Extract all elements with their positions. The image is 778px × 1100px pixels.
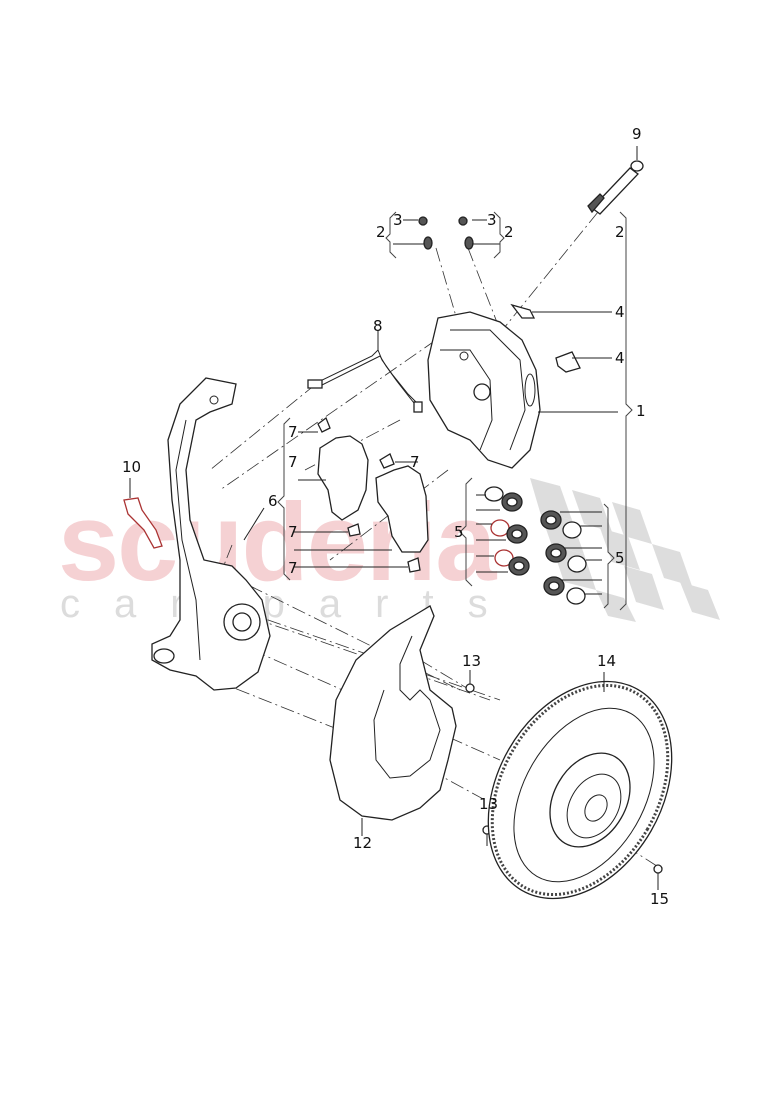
wear-sensor-part xyxy=(307,349,423,413)
callout-7-b: 7 xyxy=(288,453,298,471)
callout-5-right: 5 xyxy=(615,549,625,567)
callout-6: 6 xyxy=(268,492,278,510)
callout-5-left: 5 xyxy=(454,523,464,541)
callout-12: 12 xyxy=(353,834,373,852)
callout-15: 15 xyxy=(650,890,670,908)
brake-caliper-part xyxy=(427,311,541,469)
leader-lines xyxy=(129,146,659,890)
seal-rings xyxy=(484,486,587,605)
callout-1: 1 xyxy=(636,402,646,420)
callout-2-right: 2 xyxy=(504,223,514,241)
callout-7-d: 7 xyxy=(288,523,298,541)
callout-3-right: 3 xyxy=(487,211,497,229)
callout-2-left: 2 xyxy=(376,223,386,241)
callout-13-upper: 13 xyxy=(462,652,482,670)
steering-knuckle-part xyxy=(151,377,271,691)
caliper-clips xyxy=(510,303,581,373)
bleeder-valves xyxy=(418,216,474,250)
brake-disc-part xyxy=(487,680,673,900)
bolt-part xyxy=(587,160,644,215)
callout-7-c: 7 xyxy=(410,453,420,471)
callout-4-lower: 4 xyxy=(615,349,625,367)
group-brackets xyxy=(277,211,633,611)
pad-clips xyxy=(317,416,421,573)
bracket-part xyxy=(123,497,163,549)
callout-7-a: 7 xyxy=(288,423,298,441)
callout-2-caliper: 2 xyxy=(615,223,625,241)
callout-10: 10 xyxy=(122,458,142,476)
callout-8: 8 xyxy=(373,317,383,335)
callout-9: 9 xyxy=(632,125,642,143)
callout-7-e: 7 xyxy=(288,559,298,577)
brake-pads xyxy=(317,435,429,553)
callout-14: 14 xyxy=(597,652,617,670)
callout-4-upper: 4 xyxy=(615,303,625,321)
callout-3-left: 3 xyxy=(393,211,403,229)
splash-shield-part xyxy=(329,605,457,821)
callout-13-lower: 13 xyxy=(479,795,499,813)
